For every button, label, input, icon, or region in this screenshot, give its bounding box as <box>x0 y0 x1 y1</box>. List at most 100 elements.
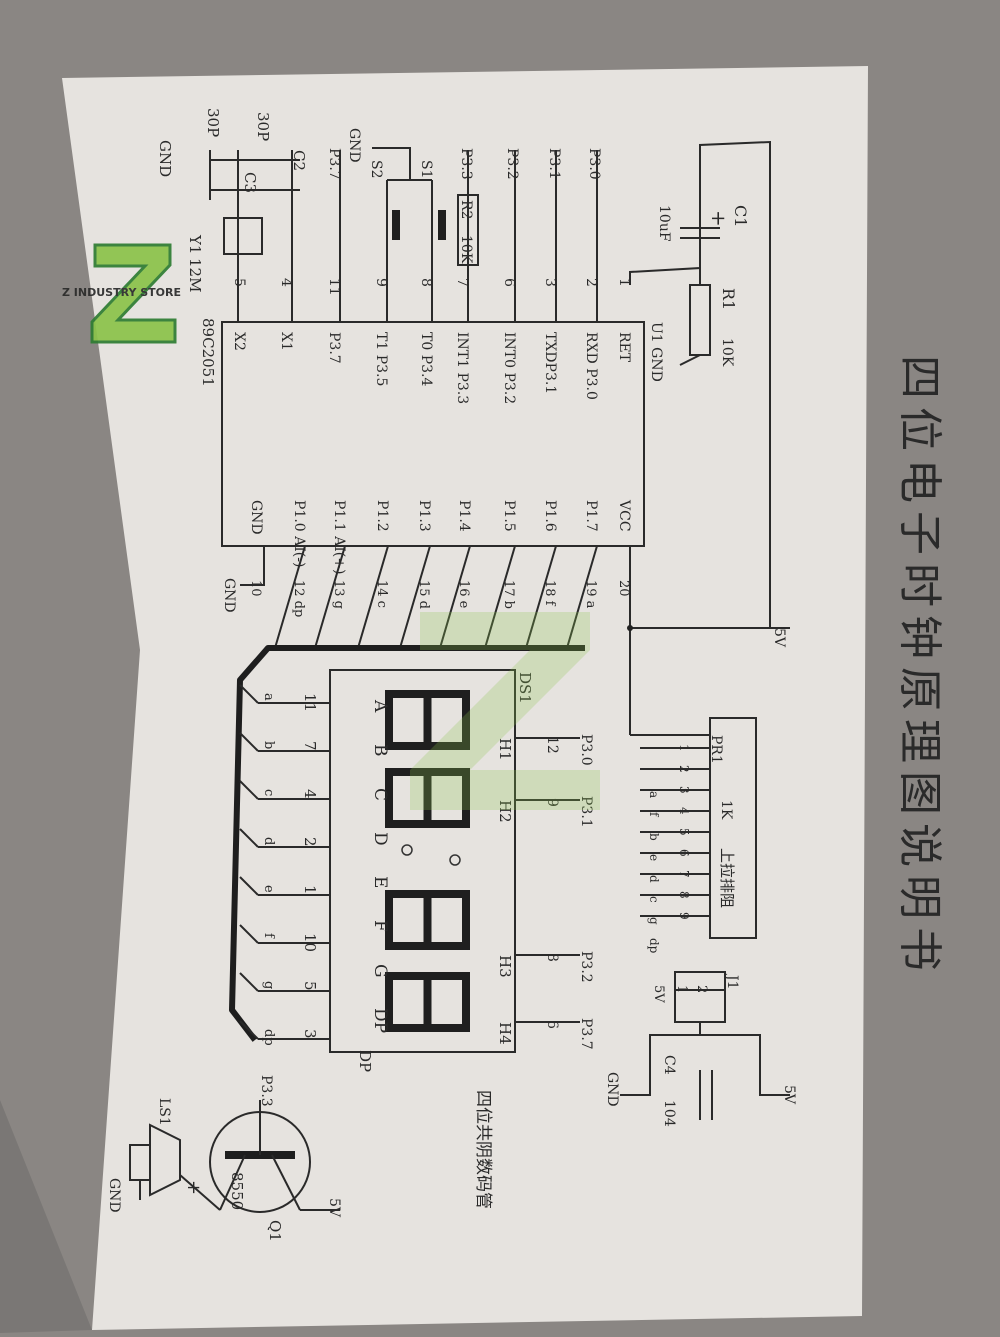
segment-letter: F <box>370 920 390 932</box>
display-seg-name: b <box>261 741 276 749</box>
segment-letter: DP <box>370 1008 390 1033</box>
pr1-pin-num: 6 <box>677 849 691 857</box>
display-seg-name: f <box>261 933 276 939</box>
top-port-label: P3.2 <box>504 148 520 180</box>
pr1-seg-label: e <box>647 854 661 861</box>
bus-tap <box>239 972 259 992</box>
c1-polarity: + <box>707 210 731 227</box>
bus-tap <box>239 732 259 752</box>
display-seg-pin: 4 <box>301 789 319 799</box>
c4-gnd-label: GND <box>604 1072 620 1107</box>
mcu-segment-wire <box>525 545 557 649</box>
mcu-segment-wire <box>399 545 431 649</box>
mcu-left-pin-num: 7 <box>454 278 470 287</box>
segment-letter: D <box>370 832 390 846</box>
pr1-seg-label: c <box>647 896 661 903</box>
svg-text:+: + <box>183 1180 204 1195</box>
mcu-right-pin-num: 20 <box>616 580 631 597</box>
mcu-right-pin-num: 17 b <box>501 580 516 609</box>
seven-segment-bar <box>385 1024 470 1032</box>
bus-tap <box>239 876 259 896</box>
seven-segment-bar <box>423 972 432 1032</box>
segment-letter: C <box>370 788 390 801</box>
seven-segment-bar <box>423 890 432 950</box>
mcu-left-pin-name: INT0 P3.2 <box>501 332 517 404</box>
mcu-left-pin-name: T1 P3.5 <box>373 332 389 386</box>
digit-pin: 8 <box>544 953 560 962</box>
top-port-label: S2 <box>368 160 384 179</box>
top-port-label: P3.0 <box>586 148 602 180</box>
svg-text:12M: 12M <box>186 258 204 292</box>
svg-text:上拉排阻: 上拉排阻 <box>718 848 736 908</box>
svg-text:5V: 5V <box>781 1085 797 1105</box>
pr1-pin-num: 5 <box>677 828 691 836</box>
mcu-right-pin-num: 18 f <box>542 580 557 607</box>
display-seg-name: e <box>261 885 276 893</box>
mcu-right-pin-num: 16 e <box>456 580 471 609</box>
top-port-label: GND <box>346 128 362 163</box>
c4-value: 104 <box>661 1100 677 1127</box>
mcu-left-pin-num: 2 <box>583 278 599 287</box>
seven-segment-bar <box>385 768 393 828</box>
svg-text:GND: GND <box>604 1072 620 1107</box>
svg-text:Q1: Q1 <box>266 1220 284 1242</box>
display-module <box>329 669 516 1053</box>
top-port-label: 30P <box>254 112 272 141</box>
svg-text:C4: C4 <box>661 1055 677 1075</box>
mcu-label: 89C2051 <box>199 318 217 387</box>
svg-text:10uF: 10uF <box>656 205 672 242</box>
c4-label: C4 <box>661 1055 677 1075</box>
display-seg-pin: 10 <box>301 933 319 952</box>
mcu-right-pin-name: P1.7 <box>583 500 599 532</box>
mcu-left-pin-name: TXDP3.1 <box>542 332 558 394</box>
j1-pin-1: 1 <box>674 985 689 993</box>
mcu-left-pin-num: 6 <box>501 278 517 287</box>
pr1-value: 1K <box>718 800 734 820</box>
mcu-right-pin-name: P1.0 AI(-) <box>291 500 307 567</box>
mcu-right-pin-num: 15 d <box>416 580 431 609</box>
c1-label: C1 <box>731 205 750 227</box>
c1-value: 10uF <box>656 205 672 242</box>
svg-text:LS1: LS1 <box>156 1098 172 1126</box>
svg-text:GND: GND <box>221 578 237 613</box>
svg-text:89C2051: 89C2051 <box>199 318 217 387</box>
mcu-segment-wire <box>357 545 389 649</box>
mcu-right-pin-name: VCC <box>616 499 632 532</box>
q1-vcc-label: 5V <box>326 1198 342 1218</box>
svg-text:GND: GND <box>106 1178 122 1213</box>
svg-text:四位共阴数码管: 四位共阴数码管 <box>473 1090 493 1209</box>
watermark-large-icon <box>410 612 600 810</box>
mcu-left-pin-name: X2 <box>231 332 247 351</box>
svg-text:C1: C1 <box>731 205 750 227</box>
display-seg-pin: 11 <box>301 693 319 712</box>
svg-text:J1: J1 <box>724 973 740 990</box>
q1-label: Q1 <box>266 1220 284 1242</box>
r1-value: 10K <box>719 338 735 367</box>
svg-text:P3.3: P3.3 <box>258 1075 274 1107</box>
pr1-pin-num: 8 <box>677 891 691 899</box>
mcu-right-pin-num: 10 <box>248 580 263 597</box>
mcu-left-pin-num: 8 <box>418 278 434 287</box>
top-port-label: P3.3 <box>458 148 474 180</box>
top-port-label: P3.1 <box>546 148 562 180</box>
ls1-polarity: + <box>183 1180 204 1195</box>
pr1-pin-num: 2 <box>677 765 691 773</box>
j1-supply-label: 5V <box>651 985 666 1003</box>
pr1-pin-num: 9 <box>677 912 691 920</box>
pr1-seg-label: g <box>647 917 661 925</box>
segment-letter: E <box>370 876 390 888</box>
c2-label: C2 <box>290 150 308 171</box>
pr1-resistor-network <box>709 717 757 939</box>
display-label: DS1 <box>516 672 534 704</box>
pr1-pin-num: 7 <box>677 870 691 878</box>
display-seg-pin: 2 <box>301 837 319 847</box>
j1-label: J1 <box>724 973 740 990</box>
pr1-seg-label: f <box>647 812 661 818</box>
segment-letter: B <box>370 744 390 757</box>
mcu-left-pin-name: RET <box>616 332 632 363</box>
pr1-pin-num: 4 <box>677 807 691 815</box>
svg-text:Z INDUSTRY STORE: Z INDUSTRY STORE <box>62 286 181 299</box>
